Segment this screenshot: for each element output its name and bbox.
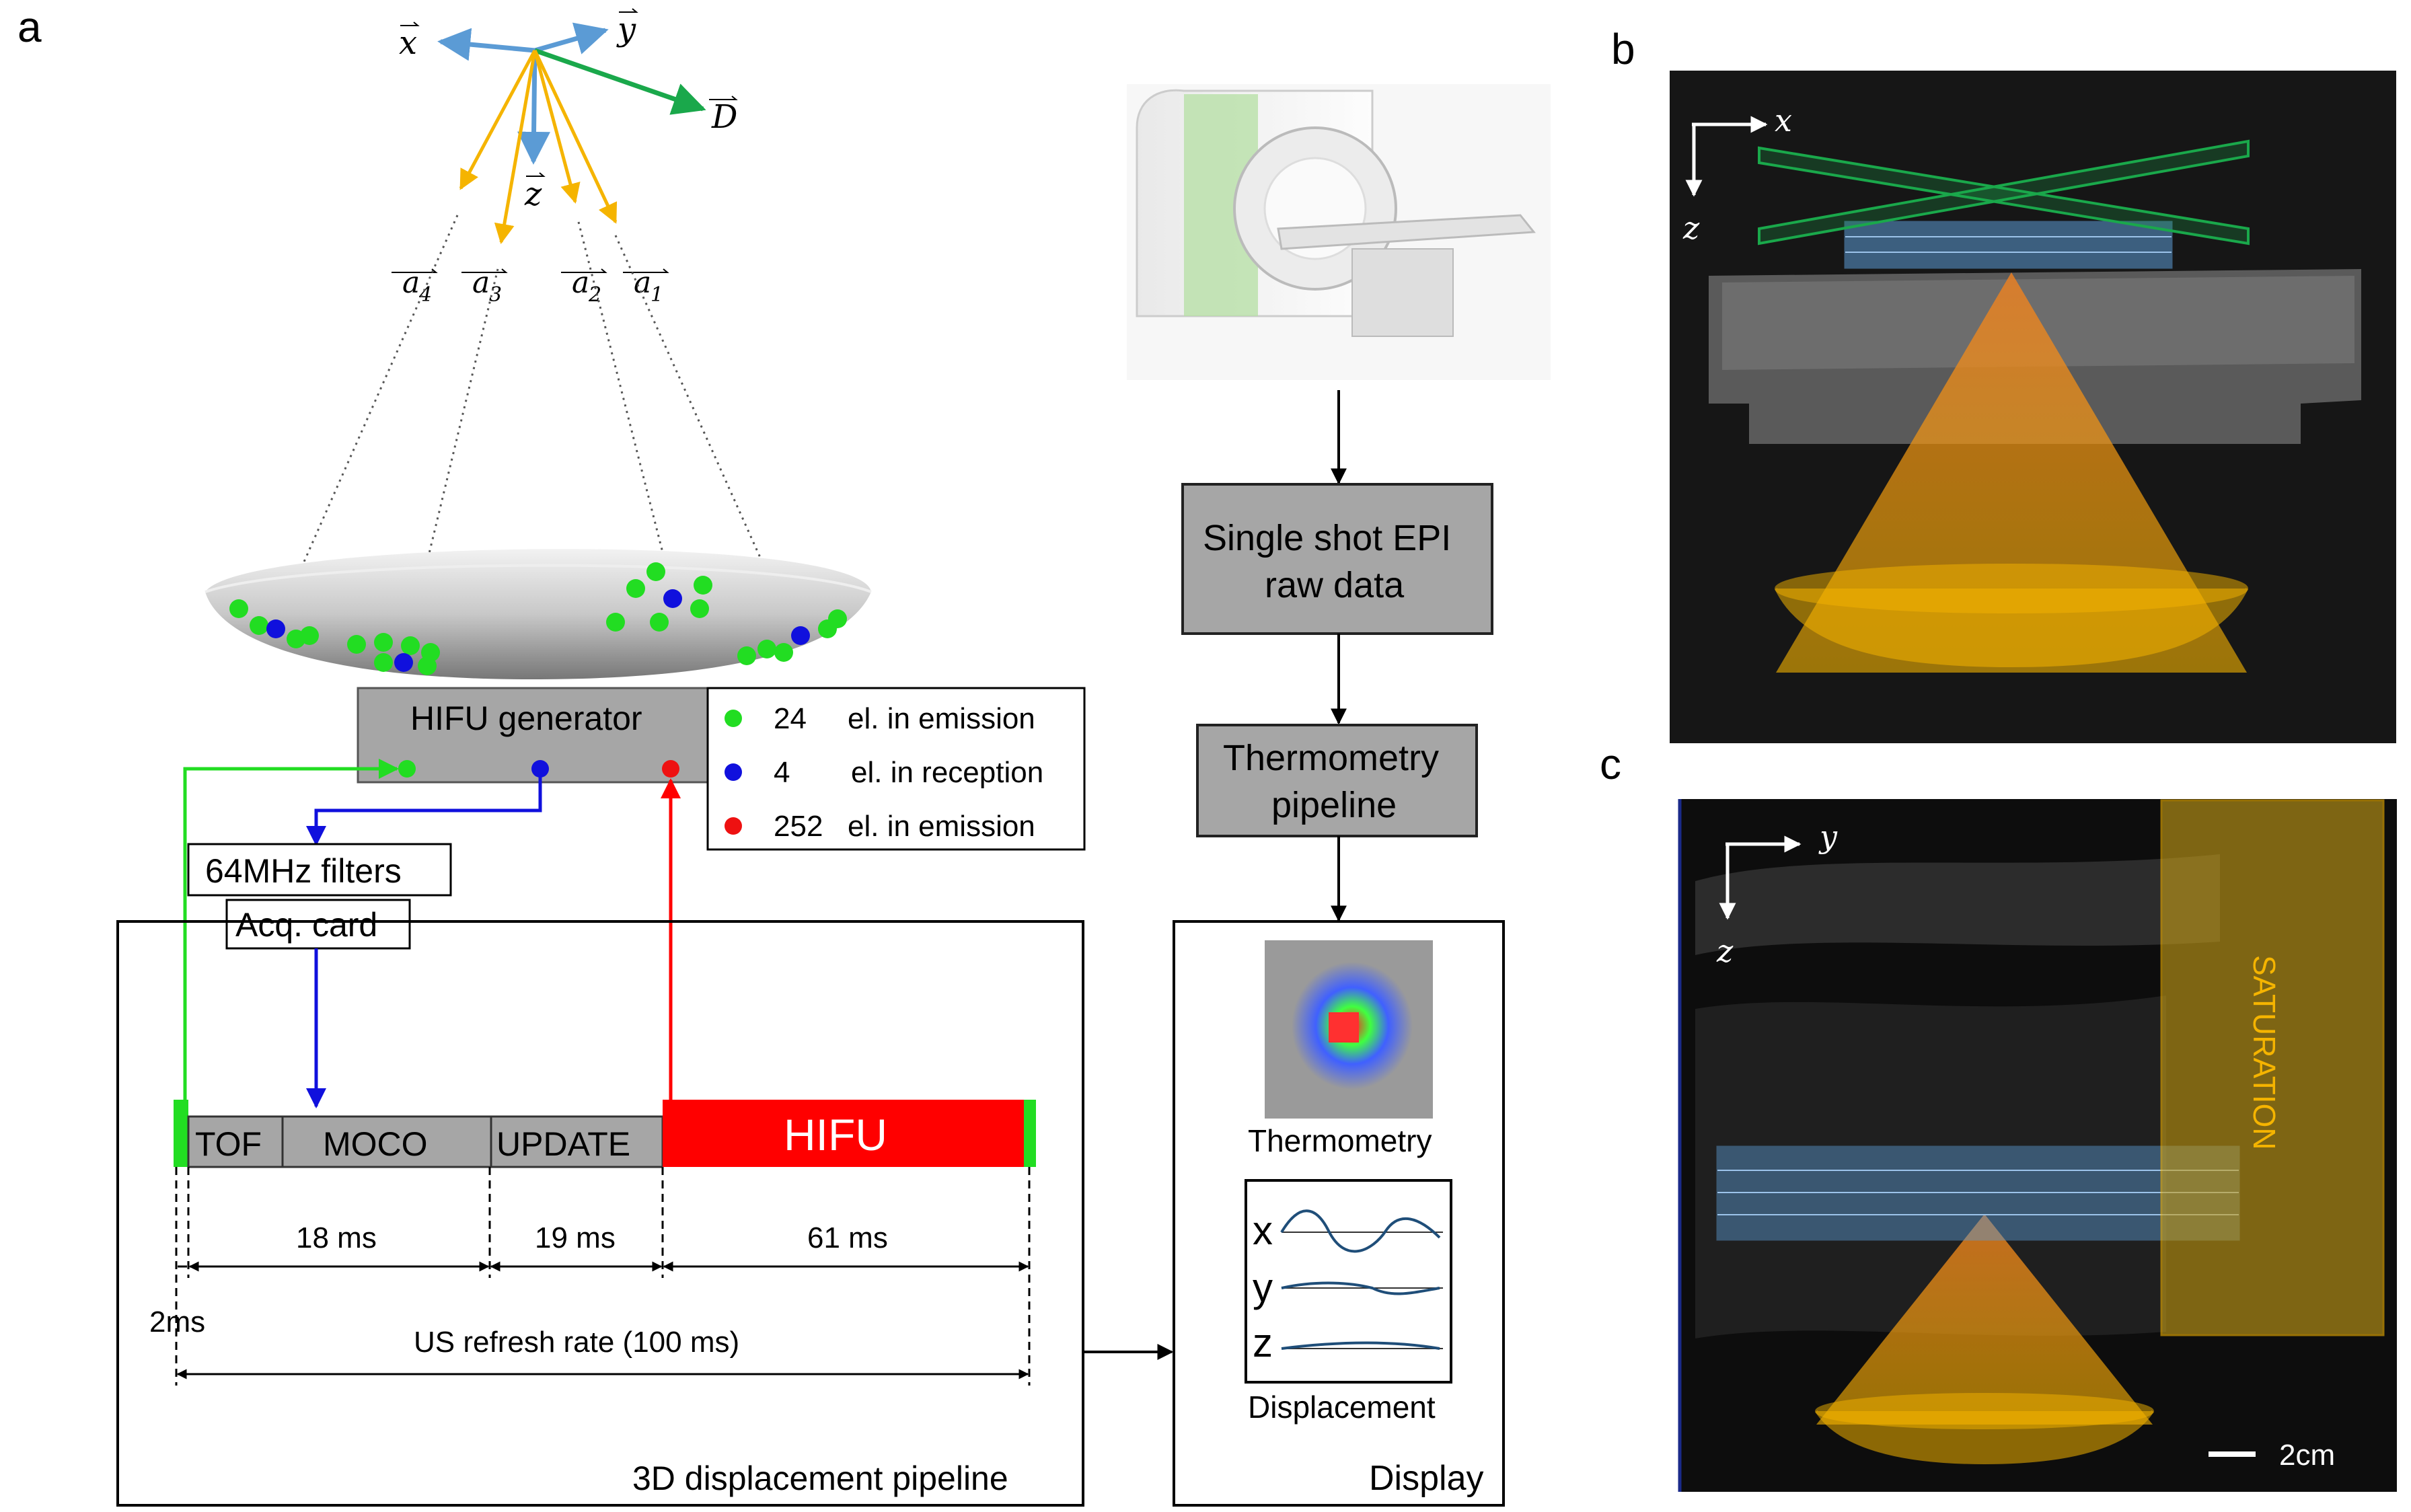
mri-scanner <box>1127 84 1551 380</box>
saturation-label: SATURATION <box>2247 955 2282 1150</box>
displacement-pipeline-label: 3D displacement pipeline <box>632 1460 1008 1497</box>
legend-row: 24 el. in emission <box>725 702 1035 735</box>
svg-text:24: 24 <box>774 702 807 735</box>
svg-text:a: a <box>472 266 490 300</box>
timing-arrows <box>176 1261 1029 1379</box>
display-label: Display <box>1369 1459 1484 1498</box>
display-box <box>1173 920 1505 1507</box>
a2-label: a 2 <box>561 266 607 307</box>
displacement-plot-box <box>1245 1179 1452 1384</box>
duration-18: 18 ms <box>296 1221 377 1254</box>
green-sync-end <box>1024 1100 1036 1167</box>
panel-c-y-label: y <box>1818 819 1838 855</box>
acq-card-box <box>225 899 411 950</box>
blue-connector <box>306 769 542 846</box>
generator-port-red <box>662 760 679 778</box>
svg-text:4: 4 <box>418 283 432 307</box>
svg-text:a: a <box>572 266 589 300</box>
panel-b-z-label: z <box>1682 210 1700 246</box>
moco-block <box>281 1115 492 1168</box>
disp-z-label: z <box>1253 1320 1273 1365</box>
epi-box <box>1181 483 1493 635</box>
svg-text:a: a <box>634 266 651 300</box>
refresh-rate-label: US refresh rate (100 ms) <box>414 1326 739 1359</box>
duration-61: 61 ms <box>807 1221 888 1254</box>
duration-19: 19 ms <box>535 1221 616 1254</box>
svg-text:el. in emission: el. in emission <box>848 702 1035 735</box>
filters-box <box>187 843 452 897</box>
thermometry-caption: Thermometry <box>1248 1123 1432 1158</box>
panel-b-label: b <box>1611 25 1635 73</box>
disp-y-label: y <box>1253 1265 1273 1310</box>
displacement-curves <box>1280 1209 1443 1350</box>
acq-card-label: Acq. card <box>235 906 377 944</box>
transducer-bowl <box>205 549 872 679</box>
panel-a-label: a <box>17 3 42 51</box>
vector-d-label: D <box>711 98 737 136</box>
filters-label: 64MHz filters <box>205 852 402 890</box>
vector-arrow-accents <box>400 8 738 177</box>
timing-markers <box>175 1167 1031 1386</box>
a1-label: a 1 <box>623 266 669 307</box>
thermo-line-2: pipeline <box>1271 785 1397 825</box>
disp-x-label: x <box>1253 1208 1273 1253</box>
panel-c-z-label: z <box>1716 933 1734 969</box>
legend-row: 4 el. in reception <box>725 756 1043 789</box>
vector-x-label: x <box>399 24 417 62</box>
svg-text:el. in reception: el. in reception <box>851 756 1043 789</box>
panel-c-label: c <box>1600 740 1621 788</box>
tof-label: TOF <box>195 1125 262 1163</box>
thermometry-map <box>1265 940 1433 1119</box>
a4-label: a 4 <box>392 266 438 307</box>
update-label: UPDATE <box>496 1125 630 1163</box>
legend-row: 252 el. in emission <box>725 810 1035 843</box>
green-sync-start <box>174 1100 188 1167</box>
a3-label: a 3 <box>461 266 508 307</box>
duration-2: 2ms <box>149 1306 205 1338</box>
svg-text:el. in emission: el. in emission <box>848 810 1035 843</box>
hifu-label: HIFU <box>784 1110 887 1160</box>
generator-port-green <box>398 760 416 778</box>
a-vectors: a 4 a 3 a 2 a 1 <box>392 266 669 307</box>
displacement-pipeline-box <box>116 920 1084 1507</box>
green-connector <box>183 759 399 1103</box>
thermo-line-1: Thermometry <box>1223 738 1439 778</box>
svg-text:252: 252 <box>774 810 823 843</box>
vector-z-label: z <box>524 176 542 213</box>
dotted-beams <box>274 215 795 660</box>
mri-image-c <box>1678 799 2397 1492</box>
svg-text:2: 2 <box>588 283 601 307</box>
svg-text:1: 1 <box>651 283 663 307</box>
thermometry-pipeline-box <box>1196 724 1478 837</box>
epi-line-2: raw data <box>1265 565 1405 605</box>
update-block <box>490 1115 664 1168</box>
epi-line-1: Single shot EPI <box>1203 518 1451 558</box>
element-legend <box>706 687 1086 851</box>
hifu-block <box>663 1100 1024 1167</box>
coordinate-axes <box>437 22 706 244</box>
moco-label: MOCO <box>323 1125 428 1163</box>
svg-text:4: 4 <box>774 756 790 789</box>
panel-b-x-label: x <box>1775 102 1792 139</box>
displacement-caption: Displacement <box>1248 1390 1436 1425</box>
svg-text:3: 3 <box>489 283 502 307</box>
transducer-elements <box>229 562 847 675</box>
hifu-generator-label: HIFU generator <box>410 700 642 737</box>
scale-bar-label: 2cm <box>2279 1439 2335 1472</box>
svg-text:a: a <box>402 266 420 300</box>
mri-image-b <box>1670 71 2396 743</box>
vector-y-label: y <box>616 11 636 48</box>
